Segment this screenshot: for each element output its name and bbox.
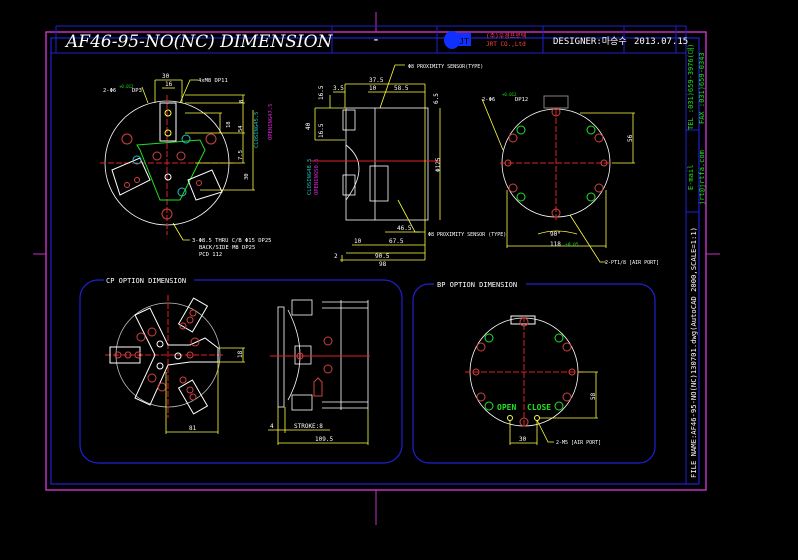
company-logo-icon: JT [444, 31, 471, 49]
bp-option-header: BP OPTION DIMENSION [437, 281, 517, 289]
svg-text:118: 118 [550, 241, 561, 248]
svg-text:16.5: 16.5 [318, 123, 325, 138]
svg-text:40: 40 [305, 122, 312, 130]
svg-text:Φ8 PROXIMITY SENSOR (TYPE): Φ8 PROXIMITY SENSOR (TYPE) [428, 232, 506, 238]
svg-text:4xM8 DP11: 4xM8 DP11 [198, 78, 228, 84]
cp-option-header: CP OPTION DIMENSION [106, 277, 186, 285]
svg-text:+0.012: +0.012 [502, 92, 517, 97]
svg-text:2: 2 [334, 253, 338, 260]
svg-text:16: 16 [165, 81, 173, 88]
company-name-en: JRT CO.,Ltd [486, 41, 526, 48]
svg-text:90°: 90° [550, 231, 561, 238]
svg-text:67.5: 67.5 [389, 238, 404, 245]
close-port-label: CLOSE [527, 403, 551, 412]
fax-number: FAX :031)659-0343 [698, 52, 706, 124]
svg-text:30: 30 [244, 173, 250, 180]
svg-text:2-M5 [AIR PORT]: 2-M5 [AIR PORT] [556, 440, 601, 446]
revision: - [372, 32, 380, 48]
svg-text:BACK/SIDE M8 DP25: BACK/SIDE M8 DP25 [199, 245, 255, 251]
svg-text:37.5: 37.5 [369, 77, 384, 84]
date: 2013.07.15 [634, 37, 688, 47]
cp-option-panel: CP OPTION DIMENSION [79, 274, 403, 464]
svg-text:54: 54 [238, 125, 244, 132]
svg-text:OPENING50.5: OPENING50.5 [314, 159, 320, 195]
svg-text:3.5: 3.5 [333, 85, 344, 92]
svg-text:7.5: 7.5 [238, 150, 244, 160]
svg-text:4: 4 [270, 423, 274, 430]
svg-text:JT: JT [459, 37, 469, 46]
svg-text:STROKE:8: STROKE:8 [294, 423, 323, 430]
svg-text:DP3: DP3 [132, 88, 142, 94]
svg-text:56: 56 [627, 134, 634, 142]
designer: DESIGNER:마승수 [553, 36, 627, 47]
side-view: 37.5 3.5 10 58.5 6.5 16.5 40 16.5 Φ125 C… [305, 64, 506, 268]
svg-text:81: 81 [189, 425, 197, 432]
svg-text:CLOSING48.5: CLOSING48.5 [307, 159, 313, 195]
svg-text:DP12: DP12 [515, 97, 528, 103]
svg-text:30: 30 [519, 436, 527, 443]
svg-text:30: 30 [162, 73, 170, 80]
svg-text:10: 10 [369, 85, 377, 92]
svg-text:98: 98 [379, 261, 387, 268]
svg-text:46.5: 46.5 [397, 225, 412, 232]
open-port-label: OPEN [497, 403, 516, 412]
email-address: jrt@jrtfa.com [698, 150, 706, 205]
svg-text:6.5: 6.5 [433, 93, 440, 104]
svg-text:2-Φ6: 2-Φ6 [482, 97, 495, 103]
svg-text:2-Φ6: 2-Φ6 [103, 88, 116, 94]
front-view: 30 16 4xM8 DP11 2-Φ6 +0.012 DP3 8 18 54 … [100, 73, 274, 258]
svg-text:OPENING47.5: OPENING47.5 [268, 104, 274, 140]
company-name-kr: (주)우경프로텍 [486, 33, 526, 40]
drawing-title: AF46-95-NO(NC) DIMENSION [64, 32, 334, 52]
svg-text:CLOSING45.5: CLOSING45.5 [254, 112, 260, 148]
tel-number: TEL :031)659-3976(대) [687, 43, 695, 130]
svg-text:10: 10 [354, 238, 362, 245]
svg-text:±0.05: ±0.05 [565, 242, 579, 248]
svg-text:3-Φ8.5 THRU C/B Φ15 DP25: 3-Φ8.5 THRU C/B Φ15 DP25 [192, 238, 271, 244]
svg-text:16.5: 16.5 [318, 85, 325, 100]
file-name: FILE NAME:AF46-95-NO(NC)130701.dwg(AutoC… [689, 227, 698, 478]
inner-border [50, 37, 700, 485]
svg-text:90.5: 90.5 [375, 253, 390, 260]
svg-text:58: 58 [590, 392, 597, 400]
svg-text:Φ125: Φ125 [435, 157, 442, 172]
svg-text:18: 18 [226, 121, 232, 128]
svg-text:109.5: 109.5 [315, 436, 333, 443]
svg-text:8: 8 [239, 100, 245, 103]
svg-text:58.5: 58.5 [394, 85, 409, 92]
svg-text:+0.012: +0.012 [119, 84, 134, 89]
svg-text:18: 18 [237, 350, 244, 358]
svg-text:Φ8 PROXIMITY SENSOR(TYPE): Φ8 PROXIMITY SENSOR(TYPE) [408, 64, 483, 70]
back-view: 2-Φ6 +0.012 DP12 56 90° 118 ±0.05 2-PT1/… [481, 92, 659, 266]
svg-text:2-PT1/8 [AIR PORT]: 2-PT1/8 [AIR PORT] [605, 260, 659, 266]
email-label: E-mail [687, 165, 695, 190]
svg-text:PCD 112: PCD 112 [199, 252, 222, 258]
bp-option-panel: BP OPTION DIMENSION OPEN CLOSE [412, 278, 656, 464]
